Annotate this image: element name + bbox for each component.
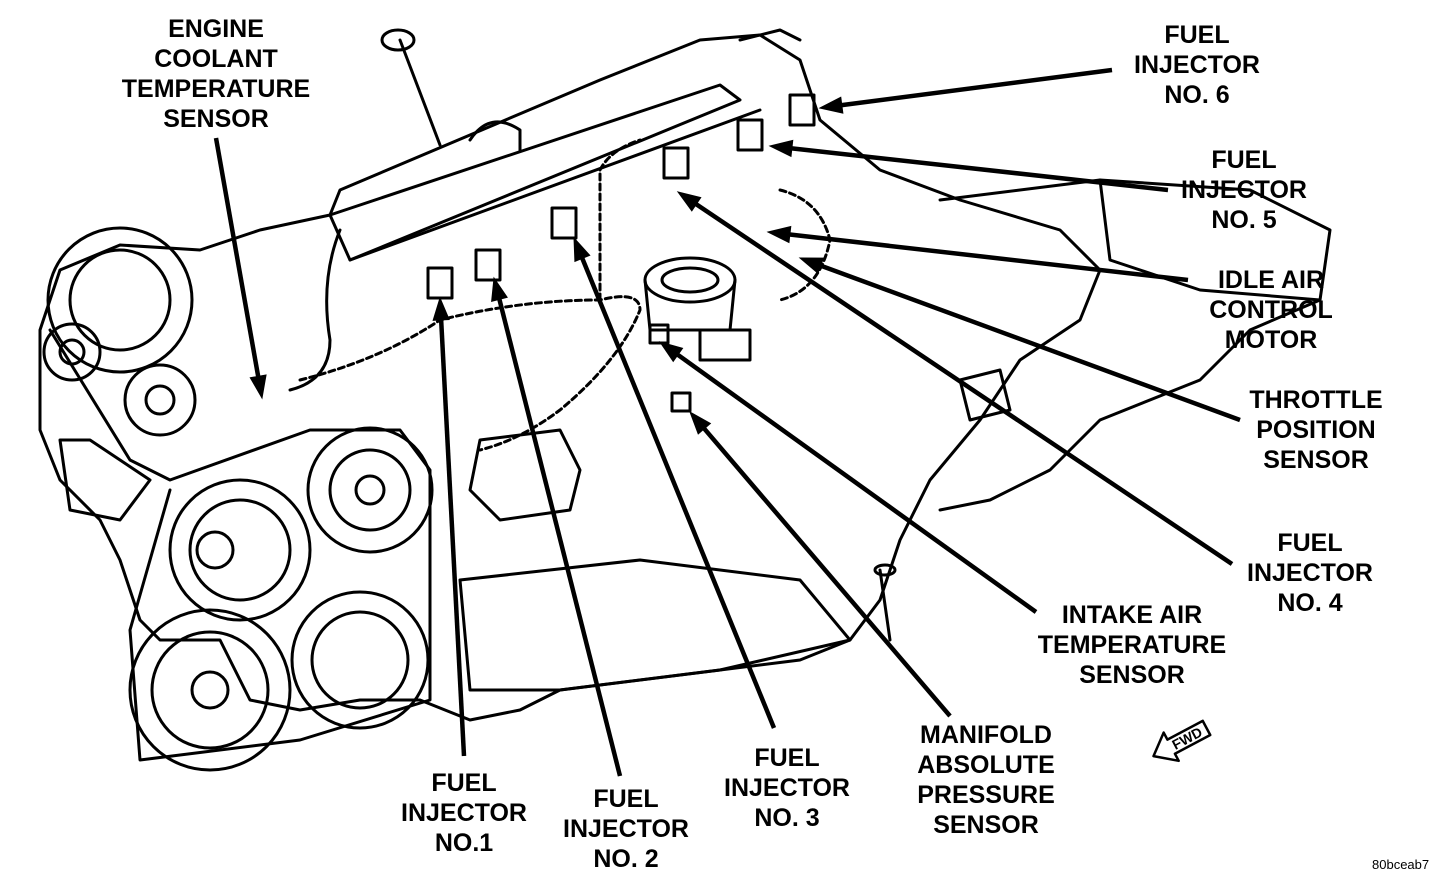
fuel-rail: [328, 83, 742, 262]
leader-map: [702, 427, 952, 718]
injector-4-connector: [662, 146, 690, 180]
crankshaft-pulley: [128, 608, 292, 772]
alternator: [46, 226, 194, 374]
oil-filler-cap: [380, 28, 416, 52]
leader-ect: [213, 137, 261, 377]
label-engine-coolant-temperature-sensor: ENGINE COOLANT TEMPERATURE SENSOR: [121, 15, 311, 133]
injector-1-connector: [426, 266, 454, 300]
label-fuel-injector-5: FUEL INJECTOR NO. 5: [1181, 146, 1307, 234]
serpentine-belt: [48, 328, 432, 762]
leader-inj2: [497, 298, 623, 777]
water-pump-pulley: [306, 426, 434, 554]
power-steering-pulley: [168, 478, 312, 622]
leader-map-arrowhead: [689, 410, 712, 435]
leader-iac: [789, 232, 1189, 283]
leader-inj3: [580, 257, 777, 729]
ac-compressor-pulley: [290, 590, 430, 730]
figure-code: 80bceab7: [1372, 857, 1430, 872]
leader-iat-arrowhead: [658, 341, 684, 363]
leader-inj1: [438, 319, 467, 757]
leader-inj3-arrowhead: [573, 236, 591, 263]
wiring-harness: [298, 295, 642, 452]
label-fuel-injector-6: FUEL INJECTOR NO. 6: [1134, 21, 1260, 109]
label-fuel-injector-1: FUEL INJECTOR NO.1: [401, 769, 527, 857]
injector-2-connector: [474, 248, 502, 282]
fwd-marker: FWD: [1152, 719, 1212, 763]
throttle-body: [643, 256, 737, 304]
leader-inj4: [695, 202, 1234, 566]
injector-3-connector: [550, 206, 578, 240]
leader-inj6-arrowhead: [818, 96, 844, 114]
leader-inj1-arrowhead: [432, 296, 450, 321]
leader-tps: [819, 263, 1241, 423]
map-sensor-body: [698, 328, 752, 362]
label-idle-air-control-motor: IDLE AIR CONTROL MOTOR: [1209, 266, 1333, 354]
label-fuel-injector-4: FUEL INJECTOR NO. 4: [1247, 529, 1373, 617]
label-intake-air-temperature-sensor: INTAKE AIR TEMPERATURE SENSOR: [1037, 601, 1227, 689]
leader-tps-arrowhead: [798, 257, 825, 274]
leader-inj4-arrowhead: [676, 191, 702, 212]
transmission: [938, 178, 1332, 512]
leader-inj5: [791, 146, 1169, 193]
injector-6-connector: [788, 93, 816, 127]
label-manifold-absolute-pressure-sensor: MANIFOLD ABSOLUTE PRESSURE SENSOR: [917, 721, 1055, 839]
leader-inj5-arrowhead: [768, 139, 794, 158]
leader-ect-arrowhead: [249, 374, 267, 400]
label-fuel-injector-3: FUEL INJECTOR NO. 3: [724, 744, 850, 832]
label-fuel-injector-2: FUEL INJECTOR NO. 2: [563, 785, 689, 873]
injector-5-connector: [736, 118, 764, 152]
leader-inj6: [841, 67, 1113, 108]
leader-iac-arrowhead: [766, 225, 792, 244]
leader-inj2-arrowhead: [491, 276, 508, 302]
oil-pan: [458, 558, 852, 692]
leader-iat: [676, 353, 1038, 614]
engine-block: [38, 33, 1102, 722]
ps-reservoir: [468, 428, 582, 522]
label-throttle-position-sensor: THROTTLE POSITION SENSOR: [1249, 386, 1383, 474]
